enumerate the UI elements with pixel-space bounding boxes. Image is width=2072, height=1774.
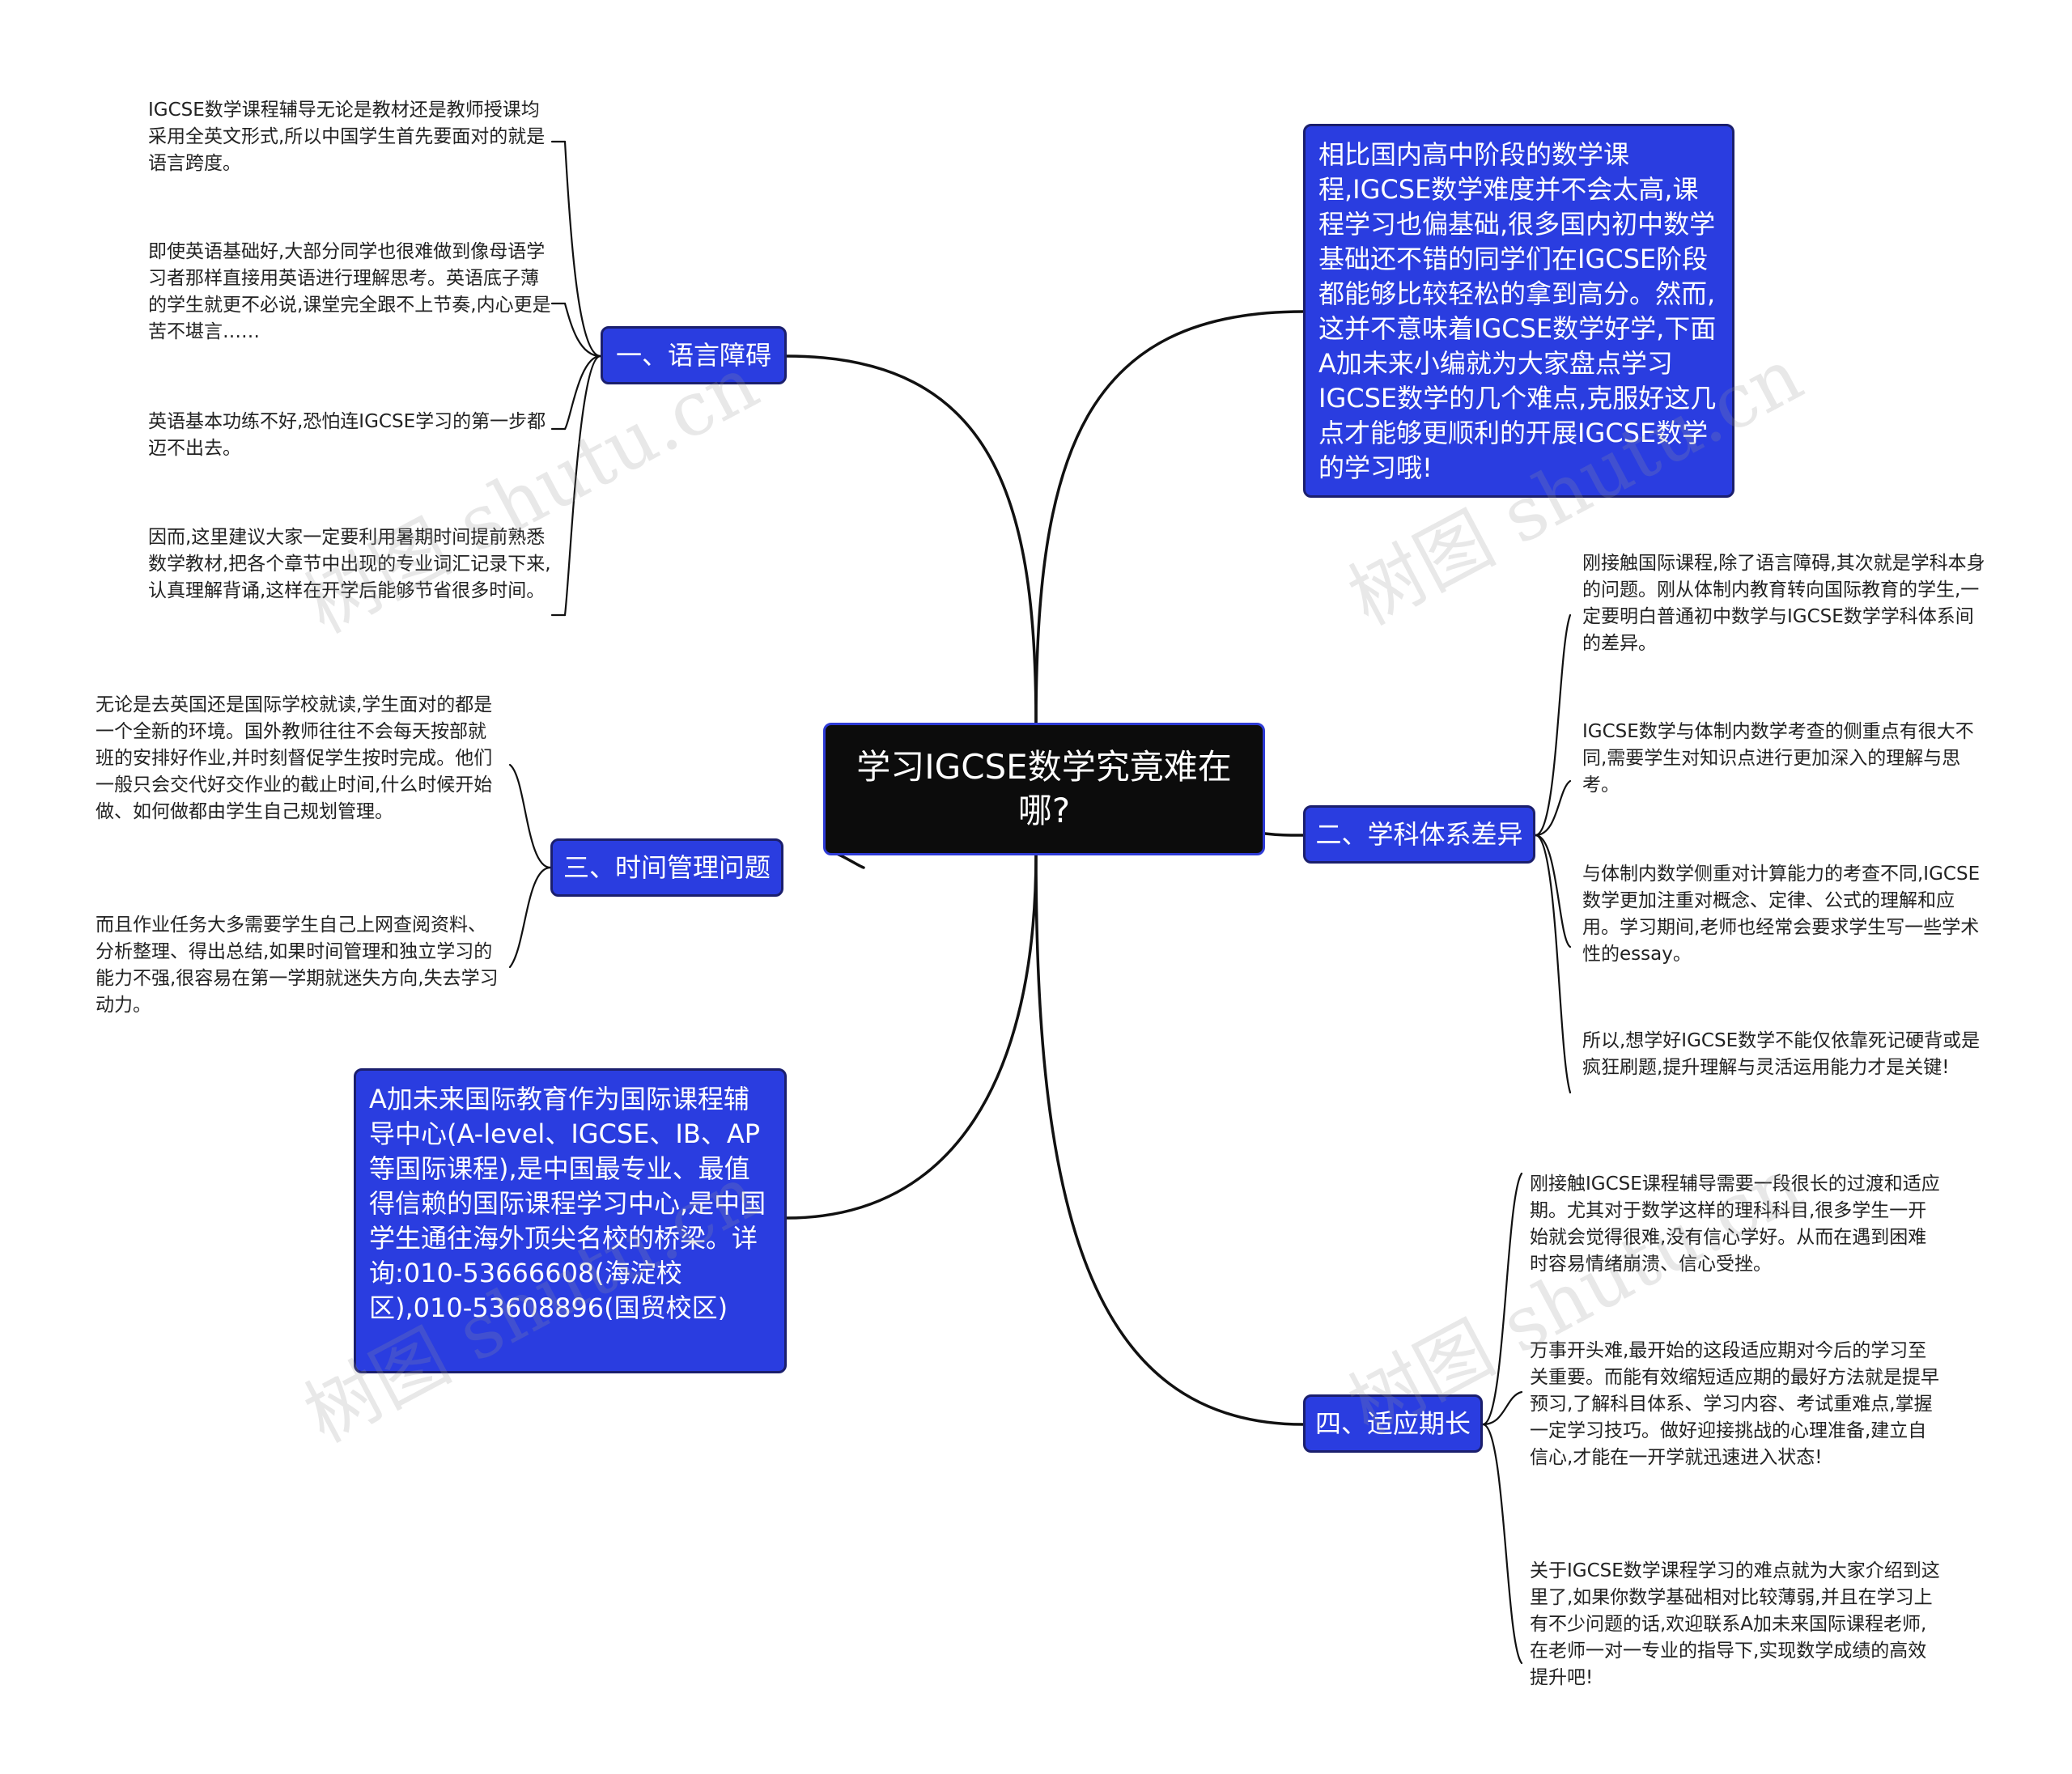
leaf-language-1[interactable]: IGCSE数学课程辅导无论是教材还是教师授课均采用全英文形式,所以中国学生首先要… xyxy=(148,100,546,174)
leaf-adapt-1[interactable]: 刚接触IGCSE课程辅导需要一段很长的过渡和适应期。尤其对于数学这样的理科科目,… xyxy=(1530,1173,1940,1275)
root-title: 学习IGCSE数学究竟难在哪? xyxy=(856,747,1232,830)
leaf-language-4[interactable]: 因而,这里建议大家一定要利用暑期时间提前熟悉数学教材,把各个章节中出现的专业词汇… xyxy=(148,527,551,601)
branch-time-management[interactable]: 三、时间管理问题 xyxy=(550,838,783,897)
edge-root-adapt xyxy=(1034,852,1305,1426)
intro-text: 相比国内高中阶段的数学课程,IGCSE数学难度并不会太高,课程学习也偏基础,很多… xyxy=(1318,139,1717,483)
leaf-subject-1[interactable]: 刚接触国际课程,除了语言障碍,其次就是学科本身的问题。刚从体制内教育转向国际教育… xyxy=(1582,553,1985,654)
leaf-adapt-3[interactable]: 关于IGCSE数学课程学习的难点就为大家介绍到这里了,如果你数学基础相对比较薄弱… xyxy=(1530,1560,1940,1688)
branch-label: 二、学科体系差异 xyxy=(1315,819,1523,850)
root-node[interactable]: 学习IGCSE数学究竟难在哪? xyxy=(823,723,1265,855)
edge-root-language xyxy=(785,354,1038,726)
branch-language-barrier[interactable]: 一、语言障碍 xyxy=(601,326,787,384)
edge-root-intro xyxy=(1034,310,1305,726)
ad-text: A加未来国际教育作为国际课程辅导中心(A-level、IGCSE、IB、AP等国… xyxy=(369,1084,766,1323)
leaf-language-3[interactable]: 英语基本功练不好,恐怕连IGCSE学习的第一步都迈不出去。 xyxy=(148,411,546,459)
branch-label: 三、时间管理问题 xyxy=(563,852,771,883)
branch-long-adaptation[interactable]: 四、适应期长 xyxy=(1303,1394,1483,1453)
leaf-language-2[interactable]: 即使英语基础好,大部分同学也很难做到像母语学习者那样直接用英语进行理解思考。英语… xyxy=(148,241,551,342)
leaf-subject-2[interactable]: IGCSE数学与体制内数学考查的侧重点有很大不同,需要学生对知识点进行更加深入的… xyxy=(1582,721,1974,796)
ad-note[interactable]: A加未来国际教育作为国际课程辅导中心(A-level、IGCSE、IB、AP等国… xyxy=(354,1068,787,1373)
edge-root-subject xyxy=(1263,832,1305,837)
leaf-time-2[interactable]: 而且作业任务大多需要学生自己上网查阅资料、分析整理、得出总结,如果时间管理和独立… xyxy=(96,915,499,1016)
branch-subject-system-difference[interactable]: 二、学科体系差异 xyxy=(1303,805,1535,864)
leaf-subject-3[interactable]: 与体制内数学侧重对计算能力的考查不同,IGCSE数学更加注重对概念、定律、公式的… xyxy=(1582,864,1981,965)
intro-note[interactable]: 相比国内高中阶段的数学课程,IGCSE数学难度并不会太高,课程学习也偏基础,很多… xyxy=(1303,124,1734,498)
leaf-subject-4[interactable]: 所以,想学好IGCSE数学不能仅依靠死记硬背或是疯狂刷题,提升理解与灵活运用能力… xyxy=(1582,1030,1981,1078)
leaf-time-1[interactable]: 无论是去英国还是国际学校就读,学生面对的都是一个全新的环境。国外教师往往不会每天… xyxy=(96,694,493,822)
branch-label: 一、语言障碍 xyxy=(615,340,771,371)
edge-root-ad xyxy=(785,852,1038,1220)
leaf-adapt-2[interactable]: 万事开头难,最开始的这段适应期对今后的学习至关重要。而能有效缩短适应期的最好方法… xyxy=(1530,1340,1939,1468)
branch-label: 四、适应期长 xyxy=(1314,1408,1471,1439)
